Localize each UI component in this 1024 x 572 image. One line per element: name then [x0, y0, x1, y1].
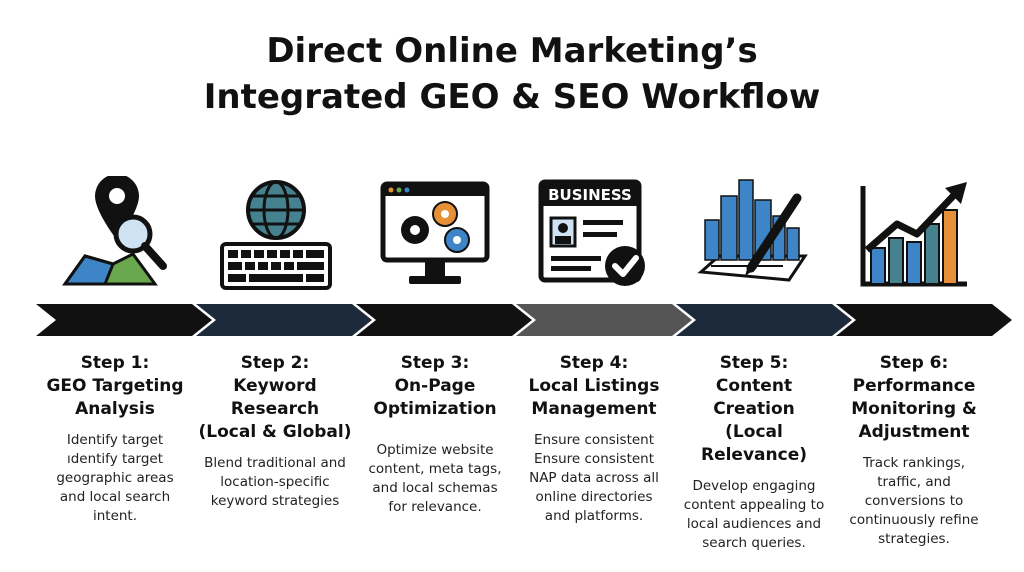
step-1-title: Step 1: GEO Targeting Analysis — [35, 352, 195, 421]
step-5-label: Step 5: — [719, 353, 789, 373]
step-1-description: Identify target ıdentify target geograph… — [35, 431, 195, 526]
city-pen-icon — [693, 176, 813, 294]
map-pin-magnifier-icon — [55, 176, 175, 294]
step-3-desc-line: content, meta tags, — [368, 461, 502, 477]
step-6-desc-line: strategies. — [878, 531, 950, 547]
arrow-segment-2 — [196, 304, 372, 336]
step-4-desc-line: NAP data across all — [529, 470, 659, 486]
step-2-title: Step 2: Keyword Research (Local & Global… — [195, 352, 355, 444]
step-6-label: Step 6: — [879, 353, 949, 373]
step-5-title-line: Creation — [713, 399, 795, 419]
step-6-description: Track rankings, traffic, and conversions… — [834, 454, 994, 549]
step-5: Step 5: Content Creation (Local Relevanc… — [674, 352, 834, 553]
step-3-desc-line: and local schemas — [372, 480, 498, 496]
step-3: Step 3: On-Page Optimization Optimize we… — [355, 352, 515, 517]
step-6-desc-line: conversions to — [864, 493, 964, 509]
step-4-title-line: Management — [531, 399, 657, 419]
business-badge-text: BUSINESS — [548, 186, 632, 204]
arrow-segment-3 — [356, 304, 532, 336]
step-3-title-line: Optimization — [373, 399, 497, 419]
step-4-label: Step 4: — [559, 353, 629, 373]
step-4-description: Ensure consistent Ensure consistent NAP … — [514, 431, 674, 526]
step-2-desc-line: Blend traditional and — [204, 455, 346, 471]
arrow-segment-5 — [676, 304, 852, 336]
workflow-arrow-bar — [36, 304, 1012, 336]
step-3-description: Optimize website content, meta tags, and… — [355, 441, 515, 517]
step-5-desc-line: local audiences and — [686, 516, 822, 532]
step-1-desc-line: geographic areas — [56, 470, 174, 486]
step-1-desc-line: and local search — [59, 489, 171, 505]
step-5-desc-line: Develop engaging — [692, 478, 816, 494]
step-1-title-line: Analysis — [75, 399, 155, 419]
step-2-title-line: (Local & Global) — [198, 422, 352, 442]
step-1-desc-line: ıdentify target — [66, 451, 164, 467]
globe-keyboard-icon — [216, 176, 336, 294]
step-4-title: Step 4: Local Listings Management — [514, 352, 674, 421]
page-title: Direct Online Marketing’s Integrated GEO… — [0, 28, 1024, 120]
step-2-description: Blend traditional and location-specific … — [195, 454, 355, 511]
business-card-check-icon: BUSINESS — [533, 176, 653, 294]
step-5-title-line: Content — [715, 376, 793, 396]
step-1-label: Step 1: — [80, 353, 150, 373]
bar-chart-trend-icon — [853, 176, 973, 294]
step-5-desc-line: content appealing to — [683, 497, 825, 513]
step-4: Step 4: Local Listings Management Ensure… — [514, 352, 674, 526]
step-2-title-line: Research — [230, 399, 320, 419]
step-3-title-line: On-Page — [394, 376, 476, 396]
step-4-desc-line: and platforms. — [544, 508, 644, 524]
step-2: Step 2: Keyword Research (Local & Global… — [195, 352, 355, 511]
step-6-title-line: Performance — [852, 376, 976, 396]
step-1-title-line: GEO Targeting — [46, 376, 184, 396]
step-3-desc-line: Optimize website — [376, 442, 494, 458]
step-6-desc-line: Track rankings, — [862, 455, 965, 471]
arrow-segment-1 — [36, 304, 212, 336]
step-6-desc-line: continuously refine — [849, 512, 979, 528]
step-5-description: Develop engaging content appealing to lo… — [674, 477, 834, 553]
step-3-title: Step 3: On-Page Optimization — [355, 352, 515, 421]
step-1: Step 1: GEO Targeting Analysis Identify … — [35, 352, 195, 526]
step-2-desc-line: keyword strategies — [210, 493, 340, 509]
step-3-desc-line: for relevance. — [388, 499, 482, 515]
step-4-desc-line: online directories — [535, 489, 653, 505]
arrow-segment-6 — [836, 304, 1012, 336]
step-6-title-line: Adjustment — [858, 422, 970, 442]
step-1-desc-line: intent. — [92, 508, 138, 524]
arrow-segment-4 — [516, 304, 692, 336]
step-4-desc-line: Ensure consistent — [533, 432, 655, 448]
step-5-title: Step 5: Content Creation (Local Relevanc… — [674, 352, 834, 467]
step-6: Step 6: Performance Monitoring & Adjustm… — [834, 352, 994, 549]
step-5-desc-line: search queries. — [702, 535, 806, 551]
step-6-desc-line: traffic, and — [877, 474, 951, 490]
step-5-title-line: (Local Relevance) — [700, 422, 807, 465]
monitor-gears-icon — [375, 176, 495, 294]
step-2-title-line: Keyword — [233, 376, 317, 396]
step-2-label: Step 2: — [240, 353, 310, 373]
step-6-title: Step 6: Performance Monitoring & Adjustm… — [834, 352, 994, 444]
step-1-desc-line: Identify target — [66, 432, 164, 448]
step-4-desc-line: Ensure consistent — [533, 451, 655, 467]
step-3-label: Step 3: — [400, 353, 470, 373]
step-4-title-line: Local Listings — [528, 376, 660, 396]
step-6-title-line: Monitoring & — [851, 399, 977, 419]
step-2-desc-line: location-specific — [220, 474, 330, 490]
title-line-1: Direct Online Marketing’s — [266, 31, 758, 71]
title-line-2: Integrated GEO & SEO Workflow — [203, 77, 821, 117]
